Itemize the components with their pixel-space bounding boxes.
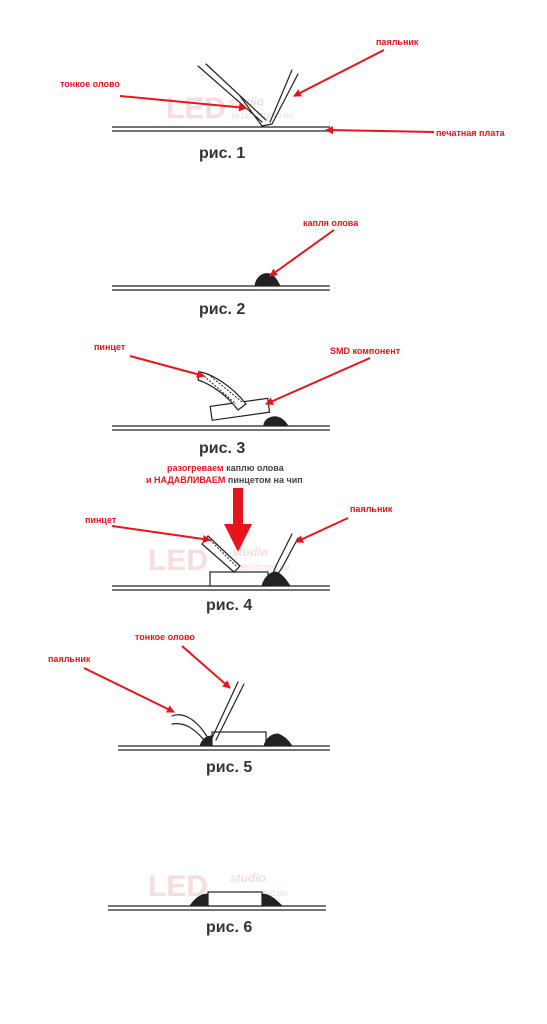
label-drop: капля олова (303, 218, 359, 228)
label-iron: паяльник (376, 37, 419, 47)
solder-joint-right (261, 893, 284, 907)
solder-joint-right (263, 733, 293, 747)
solder-wire-drawing (197, 63, 267, 123)
iron-drawing (171, 714, 213, 745)
watermark-4: LED studio by LEDSTUDIO.RU (148, 544, 289, 577)
figure-6: LED studio by LEDSTUDIO.RU рис. 6 (108, 870, 326, 936)
label-iron: паяльник (350, 504, 393, 514)
chip-body (207, 891, 263, 907)
solder-wire-end (239, 95, 263, 127)
figure-5: тонкое олово паяльник рис. 5 (48, 632, 330, 776)
label-tweezers: пинцет (94, 342, 126, 352)
figure-2: капля олова рис. 2 (112, 218, 359, 318)
arrow-iron (83, 667, 175, 713)
arrow-solder-wire (181, 645, 231, 689)
instruction-l2-pre: и (146, 475, 154, 485)
figure-1: LED studio by LEDSTUDIO.RU тонкое олово … (60, 37, 506, 162)
instruction-l2-rest: пинцетом на чип (225, 475, 302, 485)
chip-body (211, 731, 267, 747)
caption-fig1: рис. 1 (199, 145, 245, 162)
caption-fig6: рис. 6 (206, 919, 252, 936)
instruction-l1-rest: каплю олова (224, 463, 285, 473)
arrow-tweezers (129, 355, 205, 379)
caption-fig5: рис. 5 (206, 759, 252, 776)
caption-fig3: рис. 3 (199, 440, 245, 457)
instruction-line-1: разогреваем каплю олова (167, 463, 285, 473)
solder-drop (263, 416, 289, 427)
arrow-iron (295, 517, 349, 543)
label-solder-wire: тонкое олово (135, 632, 195, 642)
label-pcb: печатная плата (436, 128, 506, 138)
solder-wire-drawing (211, 681, 245, 741)
label-iron: паяльник (48, 654, 91, 664)
watermark-script: studio (232, 545, 268, 559)
watermark-script: studio (230, 871, 266, 885)
figure-4: разогреваем каплю олова и НАДАВЛИВАЕМ пи… (85, 463, 393, 614)
solder-drop (254, 273, 281, 287)
arrow-iron (293, 49, 385, 97)
chip-body (209, 571, 269, 587)
arrow-tweezers (111, 525, 211, 543)
watermark-brand: LED (166, 92, 226, 125)
arrow-drop (269, 229, 335, 277)
label-component: SMD компонент (330, 346, 401, 356)
watermark-sub: by LEDSTUDIO.RU (228, 565, 289, 572)
iron-drawing (269, 533, 299, 583)
instruction-line-2: и НАДАВЛИВАЕМ пинцетом на чип (146, 475, 303, 485)
arrow-component (265, 357, 371, 405)
caption-fig4: рис. 4 (206, 597, 252, 614)
instruction-l1-red: разогреваем (167, 463, 224, 473)
label-solder-wire: тонкое олово (60, 79, 120, 89)
caption-fig2: рис. 2 (199, 301, 245, 318)
tweezers-hatch (209, 539, 237, 567)
press-arrow (224, 488, 252, 552)
tweezers-hatch (203, 373, 243, 405)
figure-3: пинцет SMD компонент рис. 3 (94, 342, 401, 457)
solder-joint (261, 571, 291, 587)
arrow-pcb (325, 126, 435, 135)
iron-tip-drawing (261, 69, 299, 127)
instruction-l2-red: НАДАВЛИВАЕМ (154, 475, 225, 485)
label-tweezers: пинцет (85, 515, 117, 525)
arrow-solder-wire (119, 95, 247, 112)
watermark-brand: LED (148, 544, 208, 577)
